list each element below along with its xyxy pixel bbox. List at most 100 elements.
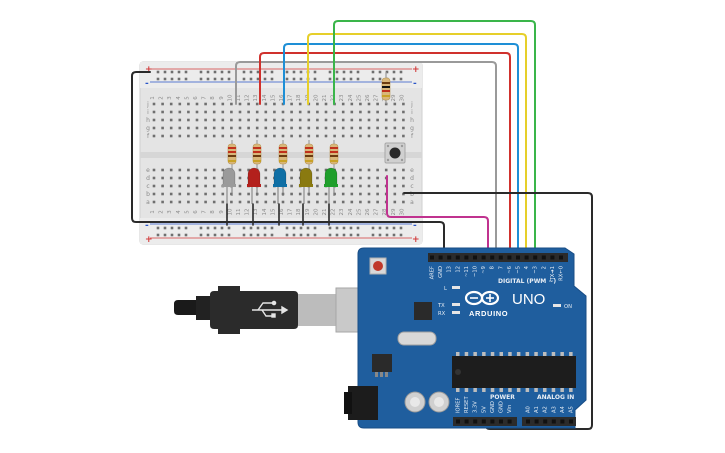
digital-pin-label: ~3 [533,266,539,274]
digital-pin-label: ~9 [481,266,487,274]
power-pin-label: GND [490,401,496,413]
digital-pin-label: ~11 [464,266,470,277]
on-label: ON [564,304,572,310]
row-letter: h [410,117,414,124]
header-pin [447,255,452,260]
breadboard-hole [152,184,156,188]
breadboard-hole [324,192,328,196]
header-pin [438,255,443,260]
row-letter: a [410,199,414,206]
rail-hole [335,233,339,237]
column-number: 2 [159,96,165,100]
column-number: 3 [167,210,173,214]
breadboard-hole [169,102,173,106]
breadboard-hole [221,102,225,106]
breadboard-hole [273,118,276,122]
breadboard-hole [290,134,293,138]
rail-hole [220,233,224,237]
rail-hole [342,226,346,230]
rail-hole [299,70,303,74]
row-letter: g [146,125,150,132]
breadboard-hole [316,192,319,196]
led-resistors [227,140,339,170]
digital-pin-label: 7 [498,266,504,269]
column-number: 14 [262,94,268,101]
breadboard-hole [264,176,268,180]
breadboard-hole [350,192,354,196]
column-number: 5 [184,96,190,100]
breadboard-hole [247,126,250,130]
breadboard-hole [298,192,302,196]
digital-pin-label: RX←0 [559,266,565,281]
breadboard-hole [178,126,182,130]
breadboard-hole [290,126,293,130]
led-red [247,167,261,204]
header-pin [560,419,565,424]
rail-hole [385,226,389,230]
rail-hole [170,70,174,74]
breadboard-hole [212,176,216,180]
breadboard-hole [359,102,362,106]
breadboard-hole [359,134,362,138]
rail-hole [342,233,346,237]
rail-hole [356,233,360,237]
rail-hole [306,226,310,230]
breadboard-hole [393,126,397,130]
column-number: 17 [288,208,294,215]
rail-hole [342,70,346,74]
rail-hole [313,70,317,74]
breadboard-hole [402,192,405,196]
breadboard-hole [255,200,259,204]
breadboard-hole [195,102,199,106]
breadboard-hole [195,176,199,180]
column-number: 13 [253,94,259,101]
column-number: 11 [236,209,242,216]
row-letter: f [147,133,150,140]
rail-hole [328,70,332,74]
row-letter: d [410,175,414,182]
rail-hole [263,77,267,81]
breadboard-hole [169,168,173,172]
breadboard-hole [178,168,182,172]
breadboard-hole [187,118,190,122]
breadboard-hole [290,168,293,172]
column-number: 10 [227,208,233,215]
digital-pin-label: 4 [524,265,530,269]
header-pin [464,255,469,260]
leds [222,167,338,204]
row-letter: e [146,167,150,174]
header-pin [550,255,555,260]
breadboard-hole [376,118,379,122]
led-green [324,167,338,204]
digital-pin-label: AREF [430,266,436,279]
header-pin [559,255,563,260]
reset-button[interactable] [369,257,387,275]
rail-hole [385,70,389,74]
row-letter: j [410,101,413,108]
push-button[interactable] [384,142,406,164]
breadboard-hole [152,134,156,138]
breadboard-hole [402,168,405,172]
breadboard-hole [350,102,354,106]
rail-hole [371,77,375,81]
breadboard-hole [264,168,268,172]
rail-hole [371,70,375,74]
breadboard-hole [402,200,405,204]
digital-pin-label: ~5 [516,266,522,274]
breadboard-hole [324,168,328,172]
column-number: 8 [210,96,216,100]
breadboard-hole [204,200,207,204]
breadboard-hole [230,118,233,122]
header-pin [543,419,548,424]
breadboard-hole [161,102,164,106]
breadboard-hole [152,176,156,180]
breadboard-hole [195,110,199,114]
breadboard-hole [402,134,405,138]
power-pin-label: GND [499,401,505,413]
column-number: 12 [245,209,251,216]
breadboard-hole [238,126,242,130]
breadboard-hole [316,168,319,172]
breadboard-hole [255,102,259,106]
breadboard-hole [247,200,250,204]
column-number: 4 [176,96,182,100]
